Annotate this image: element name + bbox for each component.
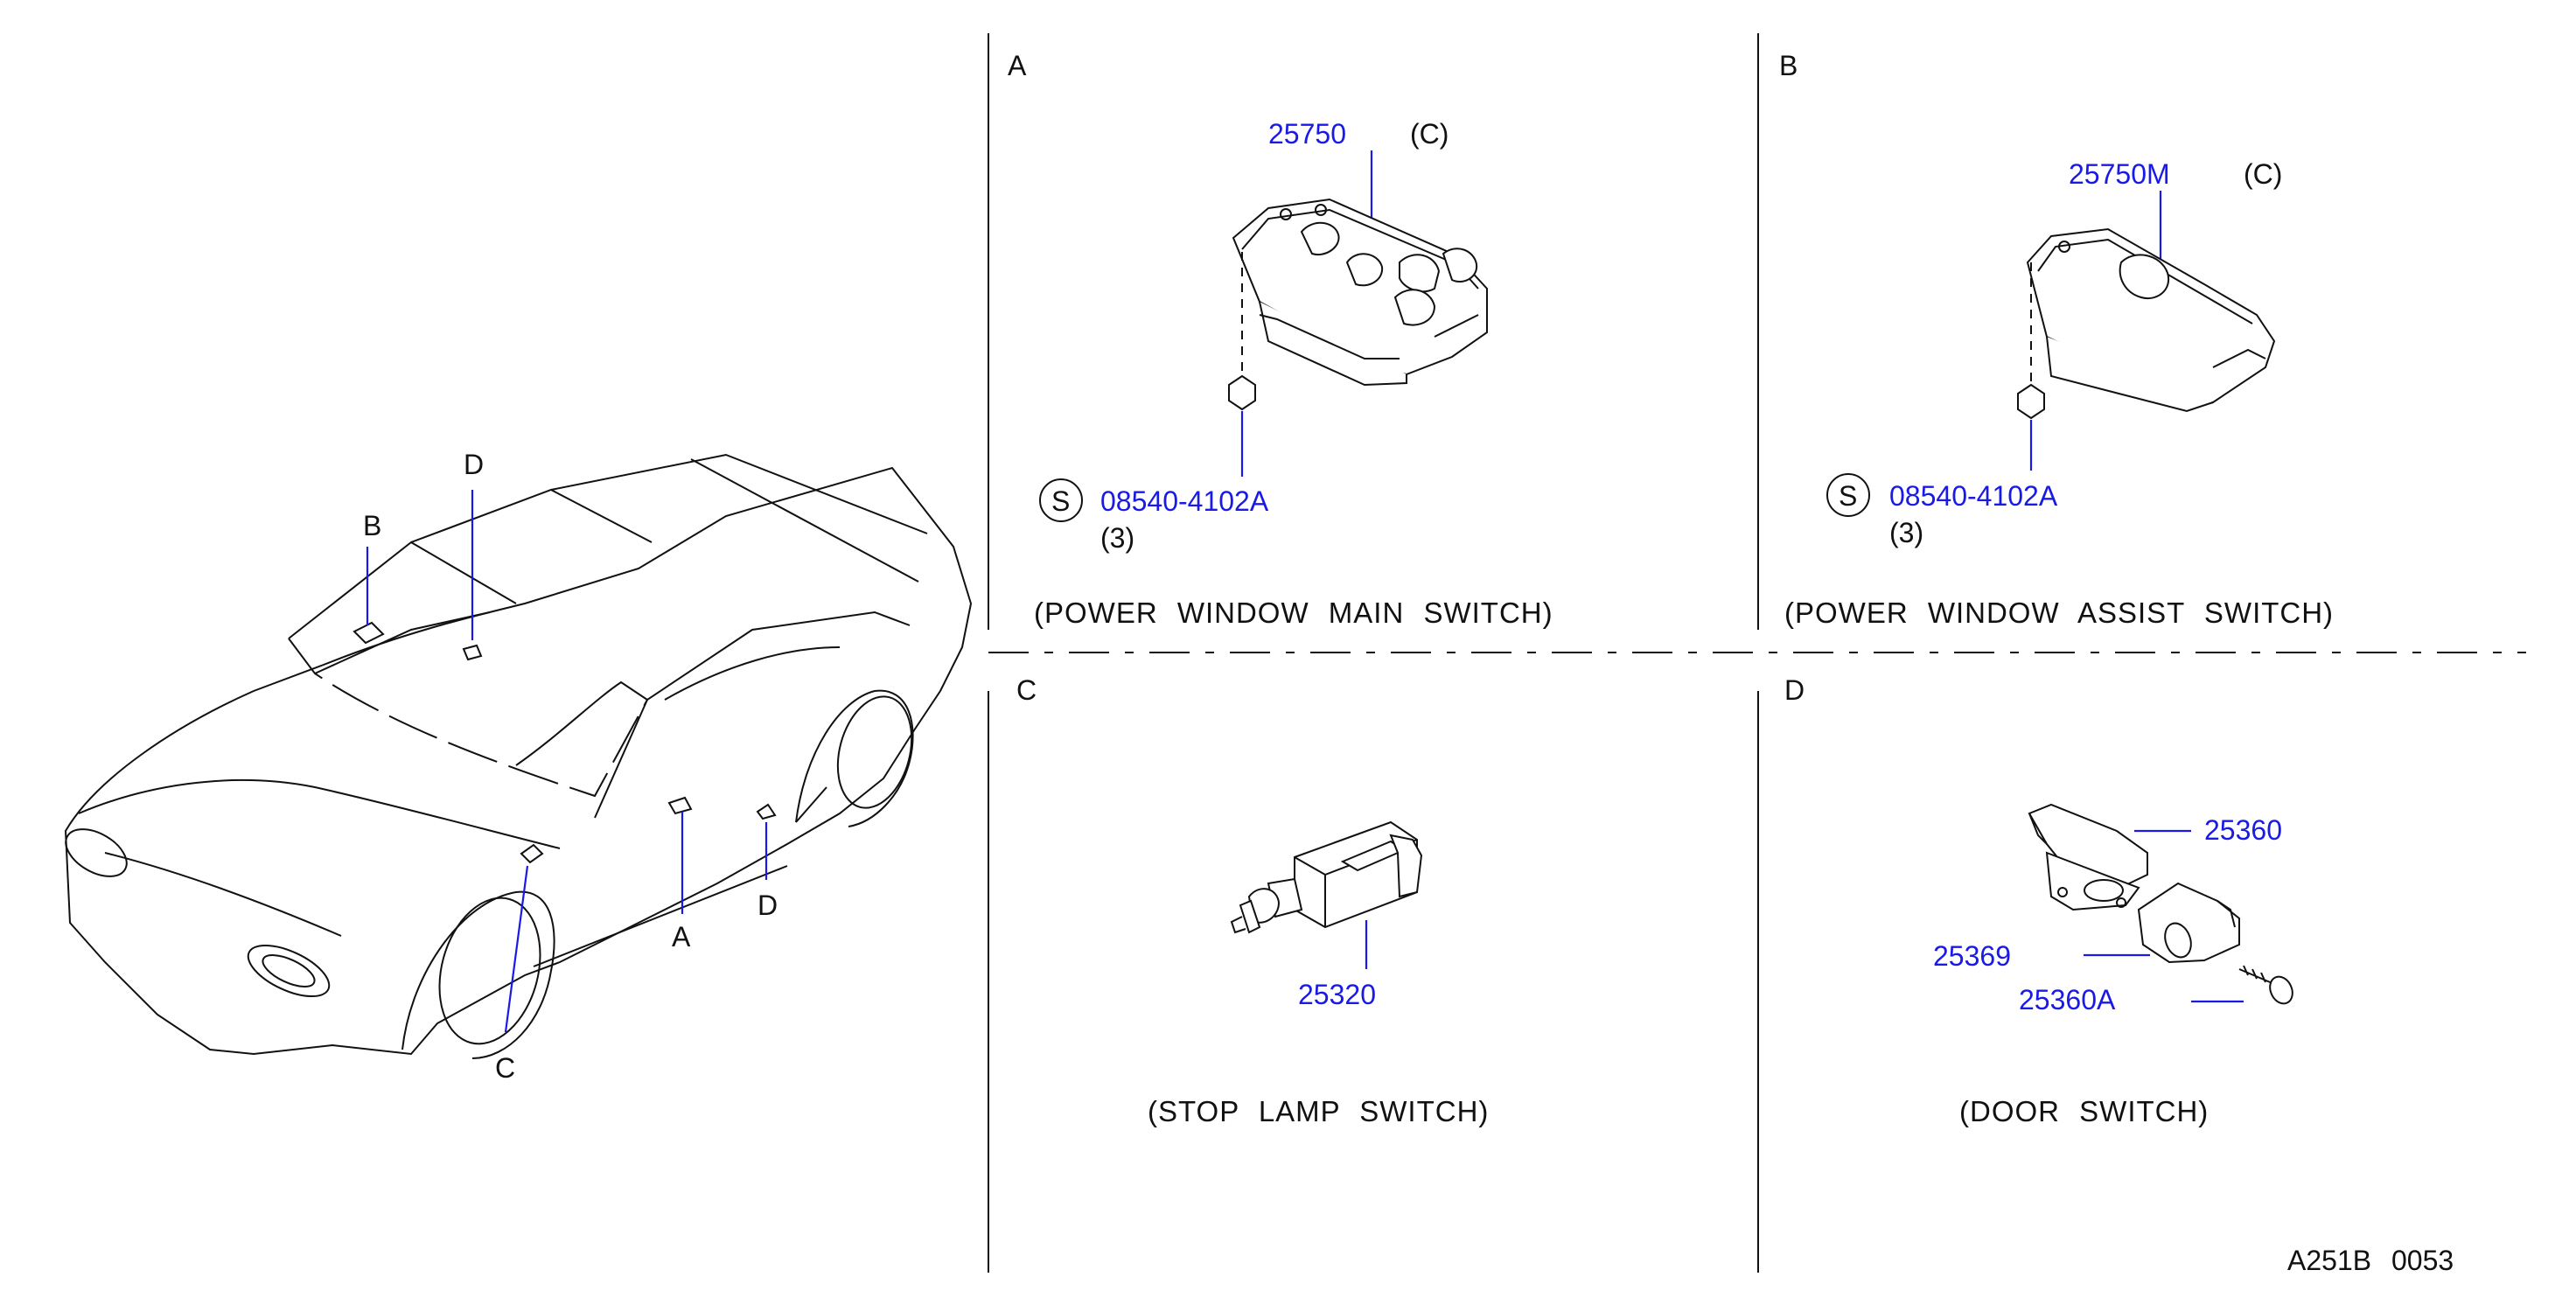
panel-b: B 25750M (C) S 08540-4102A (3) (POWER WI… xyxy=(1779,50,2334,629)
power-window-main-switch-drawing xyxy=(1232,198,1488,387)
panel-a-part-note: (C) xyxy=(1410,118,1449,150)
panel-a-label: A xyxy=(1008,50,1027,81)
panel-d: D 25360 25369 25360A (DOOR SWITCH) xyxy=(1784,674,2293,1127)
panel-a-caption: (POWER WINDOW MAIN SWITCH) xyxy=(1034,597,1553,629)
panel-b-screw-part-number: 08540-4102A xyxy=(1889,480,2058,512)
panel-dividers xyxy=(988,33,2526,1273)
panel-b-part-note: (C) xyxy=(2244,158,2282,190)
panel-a-screw-symbol: S xyxy=(1051,485,1070,517)
panel-d-part-number-25369: 25369 xyxy=(1933,940,2011,972)
overview-leaders xyxy=(366,490,768,1033)
panel-a-screw-part-number: 08540-4102A xyxy=(1100,485,1269,517)
overview-callout-c: C xyxy=(495,1052,515,1084)
panel-c: C 25320 (STOP LAMP SWITCH) xyxy=(1016,674,1489,1127)
panel-c-caption: (STOP LAMP SWITCH) xyxy=(1148,1095,1489,1127)
panel-b-part-number: 25750M xyxy=(2069,158,2170,190)
panel-d-part-number-25360: 25360 xyxy=(2204,814,2282,846)
stop-lamp-switch-drawing xyxy=(1230,820,1423,934)
panel-c-part-number: 25320 xyxy=(1298,979,1376,1010)
door-switch-drawing xyxy=(2028,803,2293,1005)
panel-a-part-number: 25750 xyxy=(1268,118,1346,150)
overview-callout-b: B xyxy=(363,510,381,541)
car-body-outline xyxy=(64,466,973,1056)
panel-a-screw-qty: (3) xyxy=(1100,522,1134,554)
power-window-assist-switch-drawing xyxy=(2026,227,2276,413)
panel-b-caption: (POWER WINDOW ASSIST SWITCH) xyxy=(1784,597,2334,629)
panel-d-caption: (DOOR SWITCH) xyxy=(1959,1095,2209,1127)
screw-icon xyxy=(2269,975,2293,1005)
panel-b-screw-symbol: S xyxy=(1839,480,1857,512)
car-overview-drawing xyxy=(64,453,973,1059)
panel-d-part-number-25360a: 25360A xyxy=(2019,984,2116,1015)
diagram-code: A251B 0053 xyxy=(2287,1245,2454,1276)
screw-icon xyxy=(1228,374,1256,411)
overview-callout-d-roof: D xyxy=(464,449,484,480)
screw-icon xyxy=(2017,383,2045,420)
panel-c-label: C xyxy=(1016,674,1037,706)
overview-callout-d-door: D xyxy=(757,890,778,921)
panel-a: A 25750 (C) S 08540-4102A (3) (POWER WIN… xyxy=(1008,50,1553,629)
overview-callout-a: A xyxy=(672,921,691,953)
panel-b-screw-qty: (3) xyxy=(1889,517,1923,548)
panel-d-label: D xyxy=(1784,674,1805,706)
panel-b-label: B xyxy=(1779,50,1798,81)
